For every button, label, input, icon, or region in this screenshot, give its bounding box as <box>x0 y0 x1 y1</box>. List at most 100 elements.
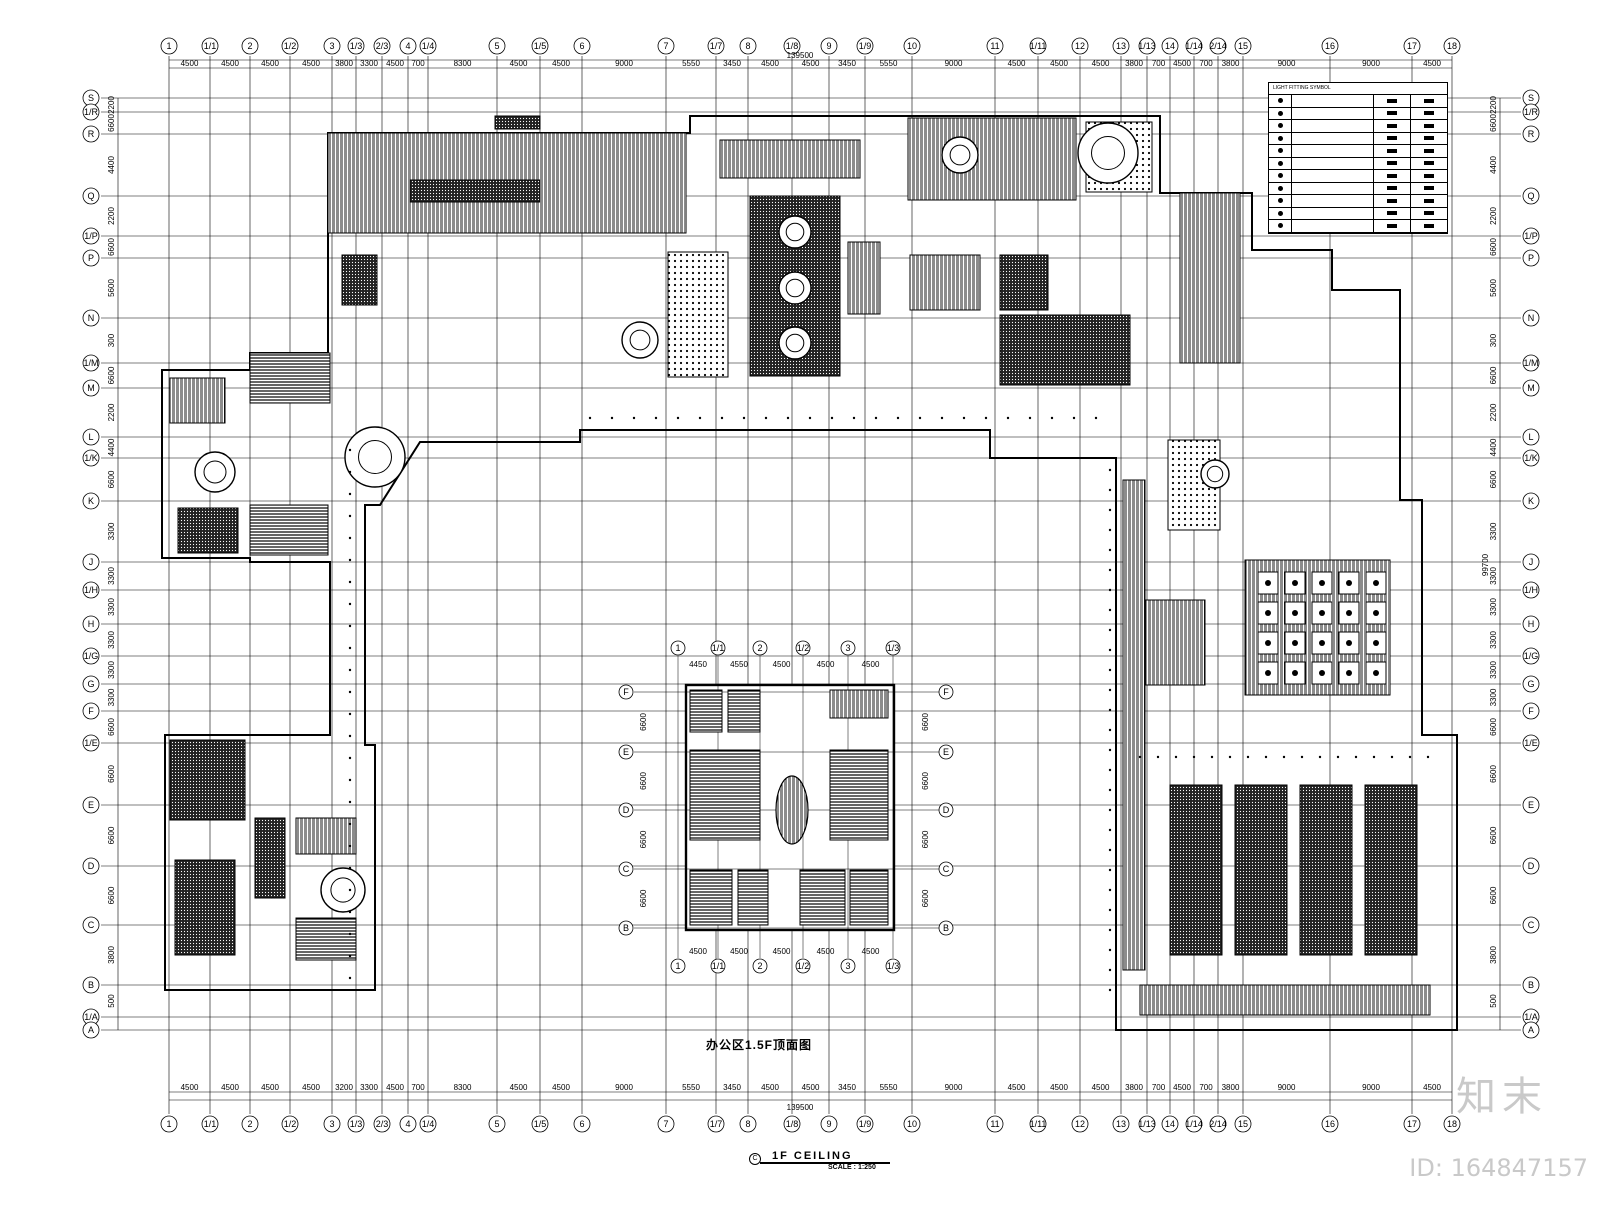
round-ceiling-feature <box>621 321 659 359</box>
axis-label: Q <box>87 191 94 201</box>
fixture-symbol-icon <box>1424 186 1434 191</box>
axis-label: 1/G <box>84 651 99 661</box>
ceiling-zone <box>667 251 729 378</box>
axis-bubble-icon <box>710 958 726 974</box>
axis-label: 1/7 <box>710 41 723 51</box>
legend-cell <box>1374 132 1411 144</box>
legend-cell <box>1292 195 1374 207</box>
axis-label: K <box>1528 496 1534 506</box>
axis-bubble-icon <box>1522 857 1540 875</box>
axis-bubble-icon <box>986 1115 1004 1133</box>
axis-bubble-icon <box>783 1115 801 1133</box>
dimension-label: 5550 <box>880 1083 898 1092</box>
axis-bubble-icon <box>573 1115 591 1133</box>
dimension-label: 3300 <box>360 1083 378 1092</box>
axis-label: 6 <box>579 41 584 51</box>
downlight-icon <box>1050 416 1054 420</box>
dimension-label: 4500 <box>1008 1083 1026 1092</box>
axis-bubble-icon <box>1112 1115 1130 1133</box>
dimension-label: 6600 <box>1489 826 1498 844</box>
legend-row <box>1269 182 1447 195</box>
round-ceiling-feature <box>1091 136 1125 170</box>
axis-label: 12 <box>1075 41 1085 51</box>
downlight-icon <box>348 866 352 870</box>
axis-label: 14 <box>1165 1119 1175 1129</box>
downlight-icon <box>610 416 614 420</box>
legend-cell <box>1411 220 1447 232</box>
dimension-label: 3300 <box>107 522 116 540</box>
axis-bubble-icon <box>82 449 100 467</box>
dimension-label: 4500 <box>773 660 791 669</box>
axis-bubble-icon <box>82 492 100 510</box>
downlight-icon <box>1006 416 1010 420</box>
axis-bubble-icon <box>82 187 100 205</box>
axis-label: 16 <box>1325 41 1335 51</box>
ceiling-zone <box>295 817 357 855</box>
legend-cell <box>1269 107 1292 119</box>
downlight-icon <box>348 536 352 540</box>
axis-bubble-icon <box>903 1115 921 1133</box>
dimension-label: 4500 <box>773 947 791 956</box>
coffer-light-icon <box>1319 670 1325 676</box>
axis-label: 2 <box>247 1119 252 1129</box>
downlight-icon <box>1108 748 1112 752</box>
axis-bubble-icon <box>1522 647 1540 665</box>
dimension-label: 3300 <box>107 598 116 616</box>
dimension-label: 6600 <box>639 772 648 790</box>
axis-bubble-icon <box>618 861 634 877</box>
legend-cell <box>1374 120 1411 132</box>
downlight-icon <box>348 932 352 936</box>
dimension-label: 6600 <box>921 713 930 731</box>
downlight-icon <box>348 690 352 694</box>
legend-cell <box>1374 95 1411 107</box>
axis-label: 1/H <box>1524 585 1538 595</box>
downlight-icon <box>742 416 746 420</box>
axis-label: 1/4 <box>422 41 435 51</box>
coffer-light-icon <box>1292 580 1298 586</box>
axis-label: K <box>88 496 94 506</box>
round-ceiling-feature <box>785 278 805 298</box>
downlight-icon <box>1192 755 1196 759</box>
axis-label: 6 <box>579 1119 584 1129</box>
downlight-icon <box>1108 808 1112 812</box>
axis-bubble-icon <box>618 802 634 818</box>
ceiling-zone <box>341 254 378 306</box>
downlight-icon <box>808 416 812 420</box>
dimension-label: 4500 <box>386 59 404 68</box>
downlight-icon <box>1108 728 1112 732</box>
axis-bubble-icon <box>373 37 391 55</box>
dimension-label: 5550 <box>682 59 700 68</box>
downlight-icon <box>1354 755 1358 759</box>
axis-label: D <box>943 805 950 815</box>
dimension-label: 4500 <box>817 947 835 956</box>
dimension-label: 4500 <box>1092 1083 1110 1092</box>
dimension-label: 4500 <box>1173 59 1191 68</box>
dimension-label: 2200 <box>1489 96 1498 114</box>
axis-label: H <box>1528 619 1535 629</box>
axis-bubble-icon <box>1522 615 1540 633</box>
fixture-symbol-icon <box>1387 211 1397 216</box>
axis-label: 7 <box>663 41 668 51</box>
axis-bubble-icon <box>938 920 954 936</box>
axis-bubble-icon <box>1522 702 1540 720</box>
axis-label: 1/A <box>84 1012 98 1022</box>
axis-label: 12 <box>1075 1119 1085 1129</box>
axis-bubble-icon <box>1522 103 1540 121</box>
downlight-icon <box>962 416 966 420</box>
legend-cell <box>1269 207 1292 219</box>
axis-bubble-icon <box>82 615 100 633</box>
axis-bubble-icon <box>201 1115 219 1133</box>
round-ceiling-feature <box>330 877 356 903</box>
downlight-icon <box>1108 568 1112 572</box>
axis-bubble-icon <box>840 640 856 656</box>
axis-bubble-icon <box>707 37 725 55</box>
legend-row <box>1269 107 1447 120</box>
axis-bubble-icon <box>938 861 954 877</box>
round-ceiling-feature <box>785 333 805 353</box>
legend-cell <box>1374 182 1411 194</box>
downlight-icon <box>1108 688 1112 692</box>
axis-label: 1/K <box>1524 453 1538 463</box>
legend-row <box>1269 195 1447 208</box>
axis-label: 8 <box>745 1119 750 1129</box>
legend-cell <box>1411 170 1447 182</box>
